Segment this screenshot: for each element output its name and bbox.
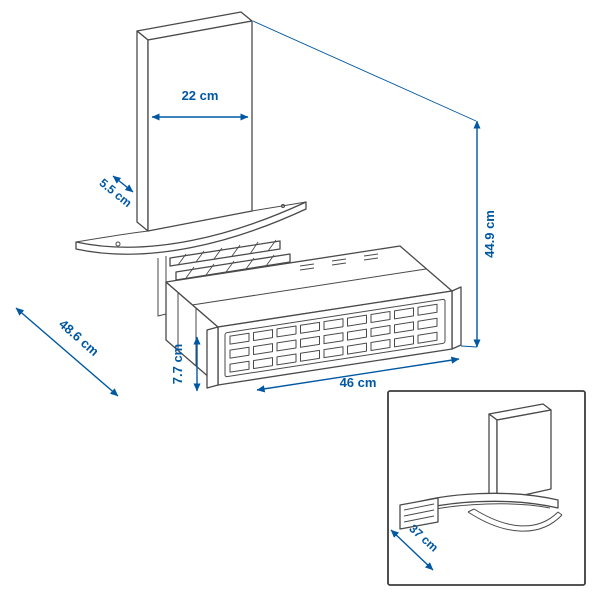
inset-view: 37 cm	[387, 390, 586, 586]
inset-bracket-inner	[473, 508, 559, 527]
dim-arrow-inset-depth	[390, 529, 434, 571]
drawer-top-vents	[299, 253, 379, 271]
dim-arrow-front-width	[256, 356, 460, 393]
drawer-right-cap	[451, 286, 462, 350]
back-panel	[136, 11, 253, 232]
dim-label-overall-depth: 48.6 cm	[56, 316, 102, 359]
shelf-rear-edge-left	[75, 230, 149, 243]
shelf	[75, 201, 307, 255]
dim-label-front-height: 7.7 cm	[170, 344, 185, 384]
inset-bracket-outer	[467, 511, 563, 532]
dim-arrow-panel-depth	[112, 175, 134, 193]
panel-side-face	[136, 30, 149, 232]
drawer-front-left-cap	[206, 326, 219, 389]
inset-grille-slots	[403, 503, 435, 523]
dim-extension-height-bottom	[460, 345, 478, 348]
drawer-top-seam	[191, 268, 427, 306]
panel-front-face	[147, 20, 253, 232]
shelf-screw-hole	[281, 204, 285, 208]
inset-shelf-basket	[399, 492, 563, 532]
shelf-screw-hole	[115, 241, 121, 247]
dim-label-overall-height: 44.9 cm	[482, 210, 497, 258]
rail-upper-hatching	[177, 239, 277, 266]
dim-label-front-width: 46 cm	[340, 375, 377, 390]
dim-label-panel-depth: 5.5 cm	[97, 176, 135, 210]
mounting-rails	[157, 239, 291, 317]
inset-back-panel	[488, 403, 552, 502]
vertical-bracket	[157, 256, 167, 317]
shelf-rear-edge-right	[251, 201, 307, 212]
shelf-plate	[75, 201, 307, 255]
dim-label-top-width: 22 cm	[182, 88, 219, 103]
rail-lower-hatching	[185, 254, 275, 279]
dim-arrow-overall-depth	[15, 307, 119, 397]
dim-extension-height-top	[252, 20, 477, 122]
inset-panel-front-face	[496, 409, 552, 502]
inset-bracket-caps	[467, 508, 563, 516]
inset-panel-side-face	[488, 413, 498, 502]
inset-shelf-plate	[403, 492, 559, 515]
